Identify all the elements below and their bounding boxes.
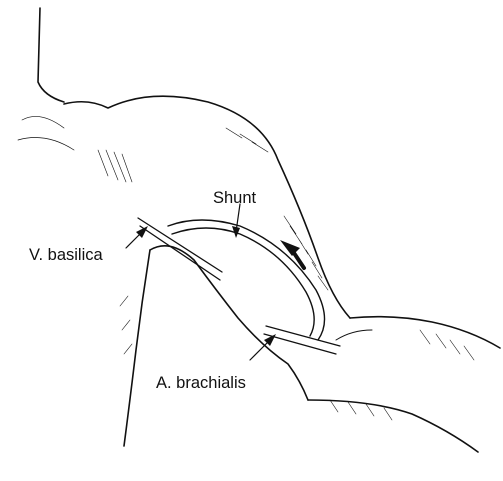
torso-outline [38,8,64,102]
artery-vessel [264,326,340,354]
shunt-graft [168,220,325,340]
flow-direction-arrowhead [280,240,300,256]
artery-label: A. brachialis [156,375,246,392]
chest-contour [18,116,74,150]
hatching [98,128,474,420]
shunt-label: Shunt [213,190,256,207]
shoulder-outline [64,96,350,318]
forearm-lower-outline [308,400,478,452]
body-side-outline [124,250,150,446]
vein-label: V. basilica [29,247,103,264]
flow-direction-arrow-shaft [292,250,304,268]
elbow-crease [336,330,372,340]
forearm-upper-outline [350,317,500,348]
